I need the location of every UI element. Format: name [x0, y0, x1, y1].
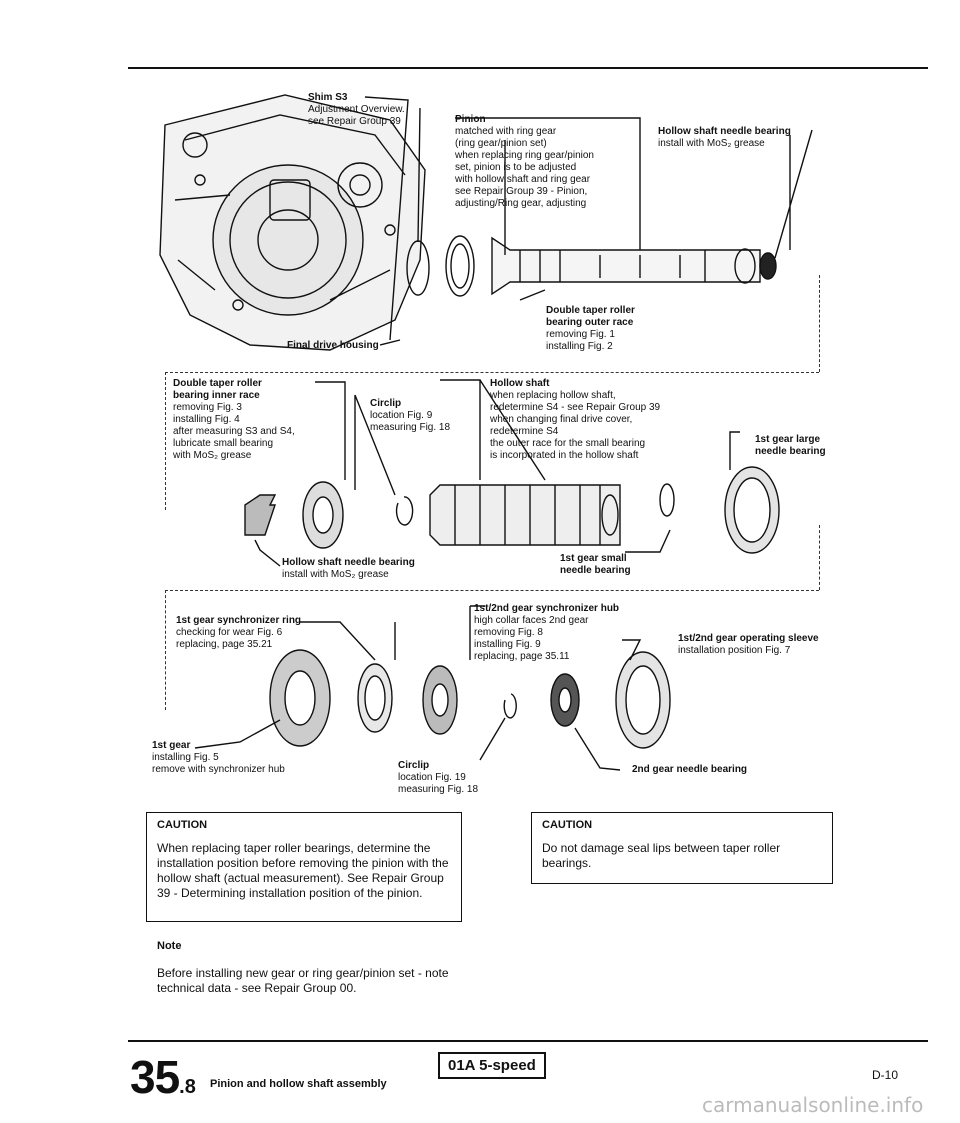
label-second-needle: 2nd gear needle bearing — [632, 764, 792, 776]
label-circlip-top-text: location Fig. 9 measuring Fig. 18 — [370, 410, 451, 433]
label-pinion: Pinion matched with ring gear (ring gear… — [455, 114, 640, 210]
group-divider-2 — [165, 590, 819, 591]
label-sync-ring-title: 1st gear synchronizer ring — [176, 615, 302, 626]
footer-model-tag: 01A 5-speed — [438, 1052, 546, 1079]
label-sleeve-title: 1st/2nd gear operating sleeve — [678, 633, 819, 644]
caution-right-heading: CAUTION — [542, 819, 593, 831]
large-needle-drawing — [724, 466, 780, 554]
label-small-needle-title: 1st gear small needle bearing — [560, 553, 631, 576]
label-hollow-shaft-title: Hollow shaft — [490, 378, 550, 389]
watermark: carmanualsonline.info — [702, 1093, 924, 1117]
caution-left-heading: CAUTION — [157, 819, 208, 831]
pinion-shaft-drawing — [491, 236, 777, 296]
note-body: Before installing new gear or ring gear/… — [157, 966, 449, 995]
caution-right-body: Do not damage seal lips between taper ro… — [542, 841, 781, 870]
note-heading: Note — [157, 940, 182, 952]
small-needle-drawing — [659, 483, 675, 517]
group-divider-1 — [165, 372, 819, 373]
sync-hub-drawing — [422, 665, 458, 735]
label-hollow-needle-top-text: install with MoS₂ grease — [658, 138, 765, 149]
label-final-drive-title: Final drive housing — [287, 340, 379, 351]
group-divider-1-right — [819, 525, 820, 590]
label-large-needle: 1st gear large needle bearing — [755, 434, 845, 458]
inner-race-drawing — [244, 481, 344, 549]
label-circlip-bottom-title: Circlip — [398, 760, 430, 771]
label-pinion-title: Pinion — [455, 114, 486, 125]
label-large-needle-title: 1st gear large needle bearing — [755, 434, 826, 457]
label-circlip-top: Circlip location Fig. 9 measuring Fig. 1… — [370, 398, 470, 434]
caution-left-body: When replacing taper roller bearings, de… — [157, 841, 449, 900]
label-shim-s3: Shim S3 Adjustment Overview. see Repair … — [308, 92, 438, 128]
sleeve-drawing — [615, 651, 671, 749]
label-outer-race-title: Double taper roller bearing outer race — [546, 305, 635, 328]
label-hollow-shaft-text: when replacing hollow shaft, redetermine… — [490, 390, 661, 461]
circlip-top-drawing — [395, 496, 414, 526]
label-circlip-bottom-text: location Fig. 19 measuring Fig. 18 — [398, 772, 479, 795]
label-sync-hub: 1st/2nd gear synchronizer hub high colla… — [474, 603, 644, 663]
label-circlip-top-title: Circlip — [370, 398, 402, 409]
footer-page-minor: .8 — [179, 1076, 196, 1098]
hollow-shaft-drawing — [429, 484, 621, 546]
label-sync-ring-text: checking for wear Fig. 6 replacing, page… — [176, 627, 283, 650]
label-hollow-needle-mid-title: Hollow shaft needle bearing — [282, 557, 415, 568]
label-pinion-text: matched with ring gear (ring gear/pinion… — [455, 126, 594, 209]
footer-code: D-10 — [872, 1068, 899, 1082]
label-second-needle-title: 2nd gear needle bearing — [632, 764, 748, 775]
label-sleeve: 1st/2nd gear operating sleeve installati… — [678, 633, 848, 657]
label-shim-s3-title: Shim S3 — [308, 92, 348, 103]
label-sleeve-text: installation position Fig. 7 — [678, 645, 791, 656]
label-circlip-bottom: Circlip location Fig. 19 measuring Fig. … — [398, 760, 508, 796]
second-needle-drawing — [550, 673, 580, 727]
label-outer-race-text: removing Fig. 1 installing Fig. 2 — [546, 329, 615, 352]
label-small-needle: 1st gear small needle bearing — [560, 553, 660, 577]
label-inner-race: Double taper roller bearing inner race r… — [173, 378, 323, 462]
label-hollow-needle-top-title: Hollow shaft needle bearing — [658, 126, 791, 137]
circlip-bottom-drawing — [503, 693, 517, 719]
footer-title: Pinion and hollow shaft assembly — [210, 1078, 387, 1090]
sync-ring-drawing — [357, 663, 393, 733]
footer-rule — [128, 1040, 928, 1042]
label-first-gear-title: 1st gear — [152, 740, 191, 751]
label-final-drive: Final drive housing — [287, 340, 397, 352]
label-shim-s3-text: Adjustment Overview. see Repair Group 39 — [308, 104, 405, 127]
label-first-gear-text: installing Fig. 5 remove with synchroniz… — [152, 752, 285, 775]
caution-box-left: CAUTION When replacing taper roller bear… — [146, 812, 462, 922]
label-hollow-needle-top: Hollow shaft needle bearing install with… — [658, 126, 828, 150]
final-drive-housing-drawing — [159, 94, 426, 351]
label-sync-ring: 1st gear synchronizer ring checking for … — [176, 615, 336, 651]
label-outer-race: Double taper roller bearing outer race r… — [546, 305, 666, 353]
label-inner-race-text: removing Fig. 3 installing Fig. 4 after … — [173, 402, 295, 461]
footer-page-number: 35.8 — [130, 1050, 196, 1104]
footer-page-major: 35 — [130, 1051, 180, 1103]
group-divider-1-left — [165, 372, 166, 510]
caution-box-right: CAUTION Do not damage seal lips between … — [531, 812, 833, 884]
top-rule — [128, 67, 928, 69]
group-divider-0-right — [819, 275, 820, 372]
label-sync-hub-title: 1st/2nd gear synchronizer hub — [474, 603, 620, 614]
first-gear-drawing — [269, 649, 331, 747]
label-sync-hub-text: high collar faces 2nd gear removing Fig.… — [474, 615, 589, 662]
label-inner-race-title: Double taper roller bearing inner race — [173, 378, 262, 401]
label-hollow-needle-mid-text: install with MoS₂ grease — [282, 569, 389, 580]
label-first-gear: 1st gear installing Fig. 5 remove with s… — [152, 740, 322, 776]
label-hollow-needle-mid: Hollow shaft needle bearing install with… — [282, 557, 452, 581]
label-hollow-shaft: Hollow shaft when replacing hollow shaft… — [490, 378, 720, 462]
group-divider-2-left — [165, 590, 166, 710]
